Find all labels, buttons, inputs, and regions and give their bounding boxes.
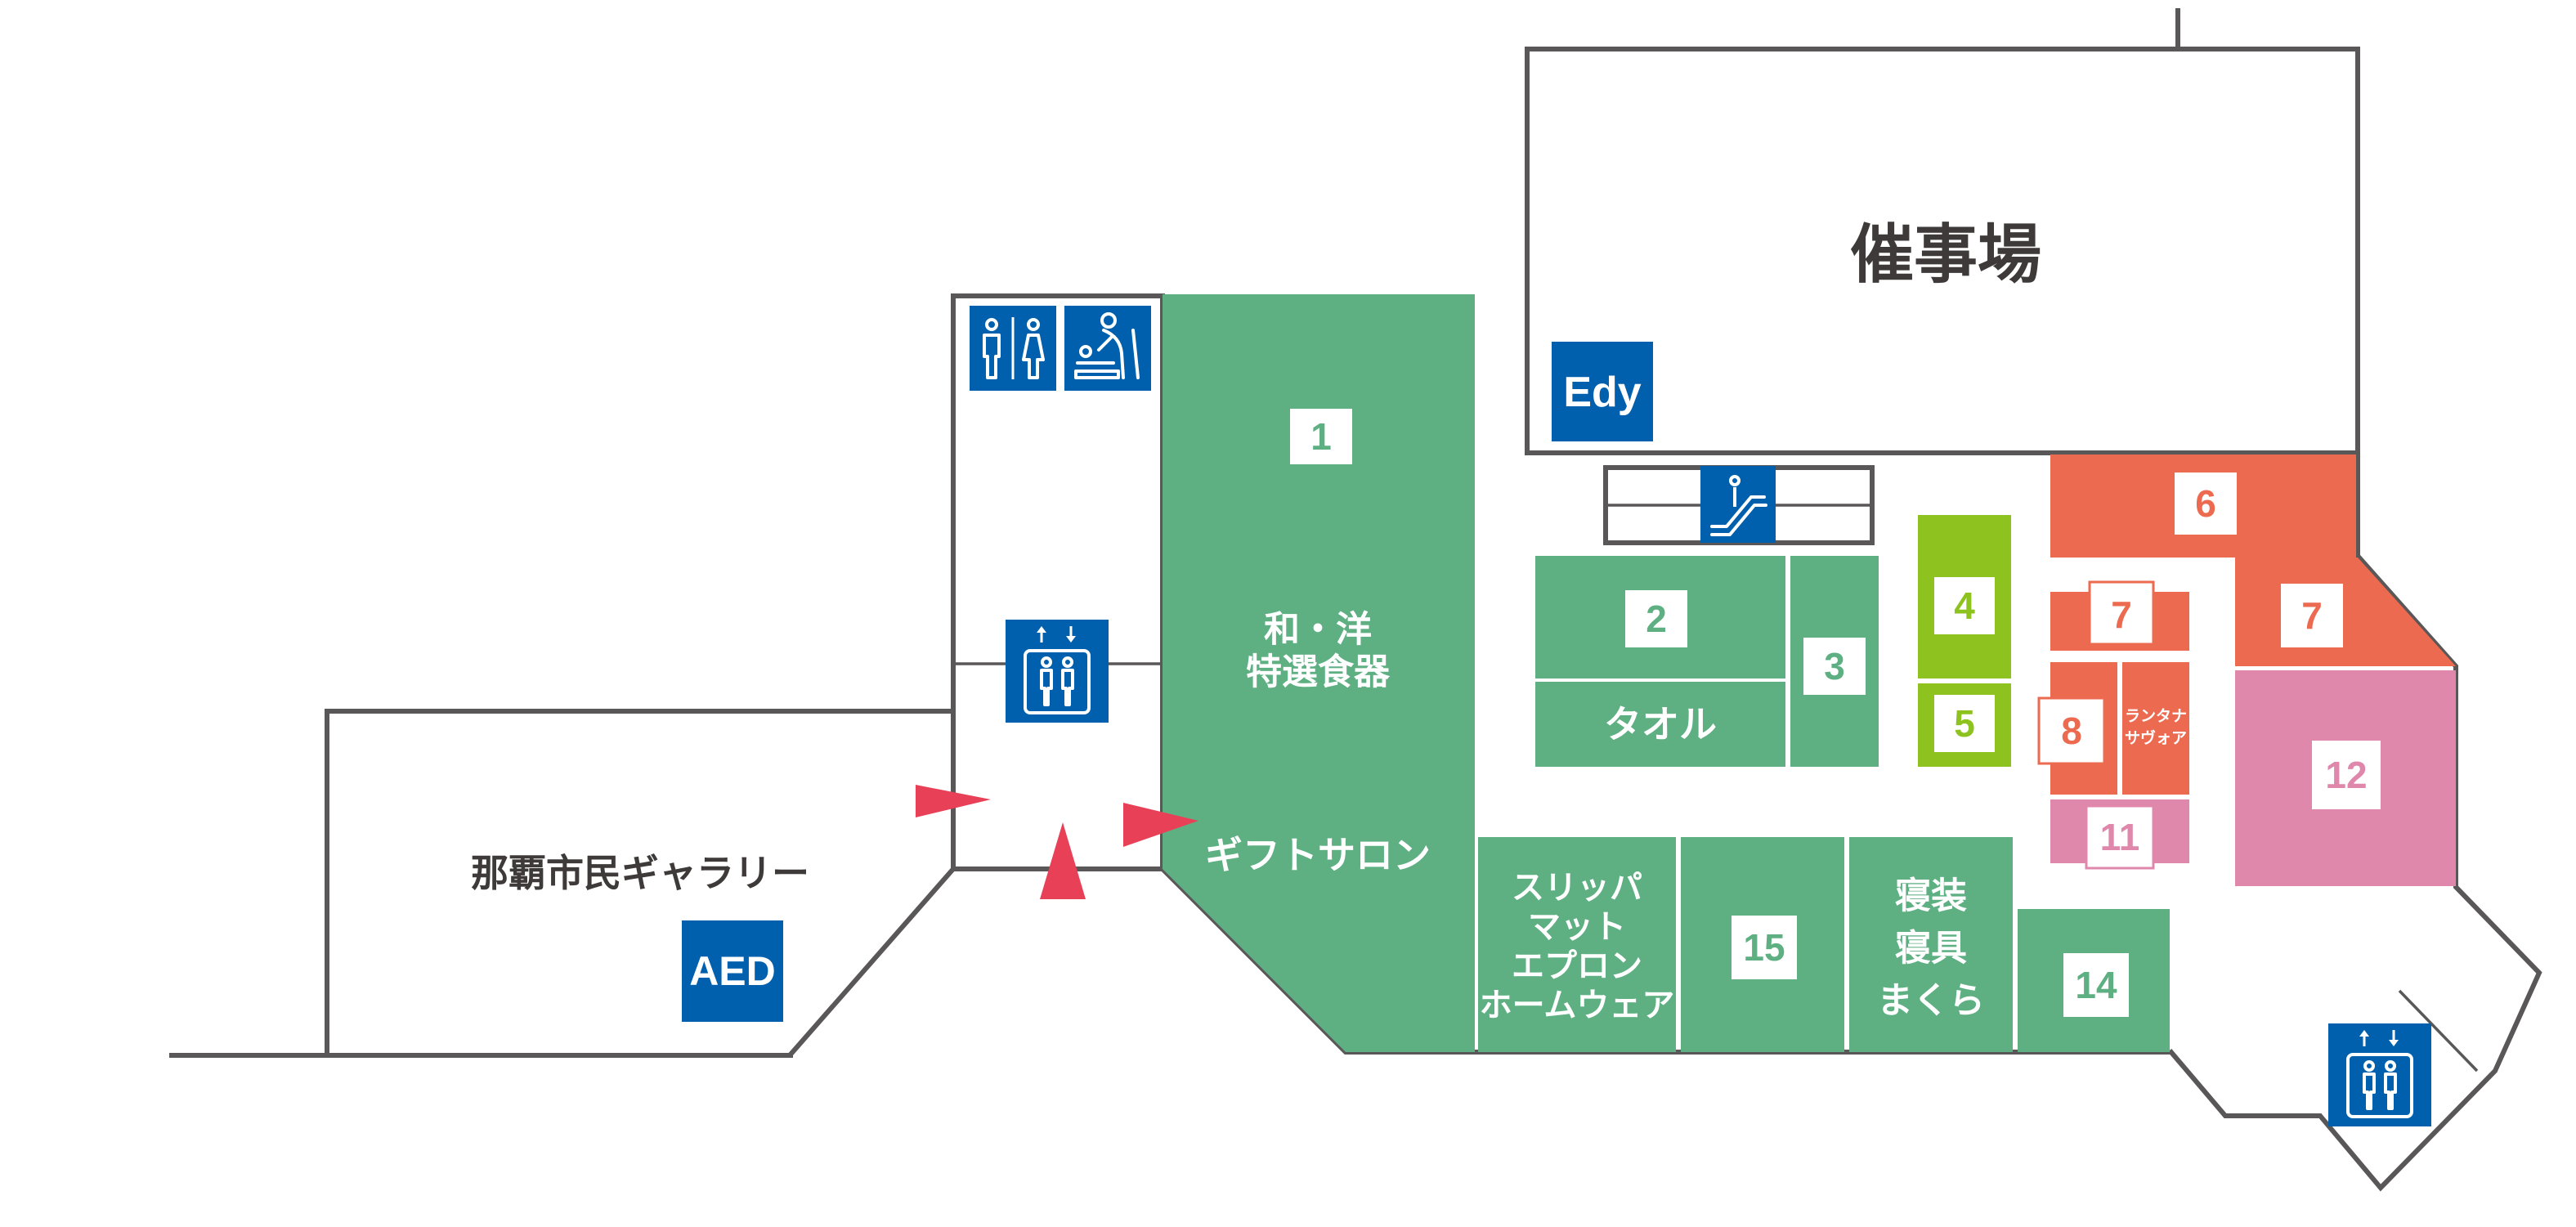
zone-slipper[interactable]: [1478, 837, 1676, 1052]
zone-1-label-line2: 特選食器: [1246, 652, 1391, 693]
zone-7-right-number-box: [2281, 584, 2343, 647]
gift-salon-label: ギフトサロン: [1205, 833, 1431, 877]
zone-7-right-number: 7: [2301, 594, 2323, 637]
bedding-label-line3: まくら: [1877, 980, 1985, 1022]
entrance-arrow-icon: [916, 785, 991, 817]
zone-6-number-box: [2175, 472, 2237, 535]
zone-12-number-box: [2312, 741, 2381, 809]
zone-7-right[interactable]: [2235, 558, 2456, 666]
edy-badge: Edy: [1552, 342, 1653, 441]
zone-1-label-line1: 和・洋: [1264, 609, 1372, 651]
zone-bedding[interactable]: [1849, 837, 2013, 1052]
zone-3-number: 3: [1824, 645, 1845, 687]
zone-5-number-box: [1934, 695, 1995, 752]
zone-2-number: 2: [1646, 598, 1667, 640]
lantana-label-line2: サヴォア: [2125, 728, 2187, 747]
slipper-label-line3: エプロン: [1512, 947, 1642, 985]
right-outer-wall: [2167, 453, 2542, 1192]
bedding-label-line2: 寝具: [1895, 928, 1967, 970]
zone-15-number: 15: [1743, 926, 1785, 969]
elevator-shaft-line: [2398, 989, 2479, 1073]
slipper-label-line2: マット: [1528, 908, 1626, 946]
gallery-label: 那覇市民ギャラリー: [471, 851, 809, 895]
zone-11-number: 11: [2100, 816, 2140, 858]
event-hall-label: 催事場: [1850, 218, 2041, 292]
zone-1[interactable]: [1163, 294, 1475, 1052]
zone-1-number: 1: [1310, 415, 1332, 458]
zone-8-number-box: [2037, 696, 2106, 765]
zone-14-number: 14: [2075, 964, 2117, 1006]
edy-label: Edy: [1563, 369, 1641, 416]
elevator-icon[interactable]: [2328, 1023, 2431, 1126]
zone-4-number-box: [1934, 577, 1995, 634]
restroom-icon[interactable]: [970, 306, 1056, 391]
zone-6-number: 6: [2195, 482, 2216, 525]
zone-lantana[interactable]: [2122, 662, 2189, 795]
zone-5-number: 5: [1954, 702, 1975, 745]
zone-7-left-number-box: [2088, 580, 2155, 646]
zone-12-number: 12: [2325, 754, 2367, 796]
zone-2-number-box: [1625, 590, 1687, 647]
zone-8-number: 8: [2061, 710, 2082, 752]
entrance-arrow-icon: [1123, 803, 1198, 847]
escalator-icon[interactable]: [1700, 466, 1776, 543]
bedding-label-line1: 寝装: [1895, 875, 1967, 917]
aed-label: AED: [689, 948, 776, 994]
zone-11-number-box: [2085, 804, 2155, 870]
event-hall-outline: [1525, 47, 2360, 455]
slipper-label-line4: ホームウェア: [1480, 987, 1675, 1024]
baby-changing-icon[interactable]: [1064, 306, 1151, 391]
slipper-label-line1: スリッパ: [1512, 869, 1642, 907]
zone-7-left-number: 7: [2111, 593, 2132, 636]
towel-label: タオル: [1604, 702, 1717, 746]
elevator-icon[interactable]: [1006, 620, 1109, 723]
zone-15-number-box: [1732, 916, 1797, 979]
lantana-label-line1: ランタナ: [2125, 707, 2187, 725]
zone-14-number-box: [2063, 953, 2129, 1017]
zone-4-number: 4: [1954, 584, 1975, 627]
zone-1-number-box: [1290, 409, 1352, 464]
aed-badge: AED: [682, 920, 783, 1022]
entrance-arrow-icon: [1040, 822, 1086, 899]
zone-3-number-box: [1803, 638, 1866, 695]
